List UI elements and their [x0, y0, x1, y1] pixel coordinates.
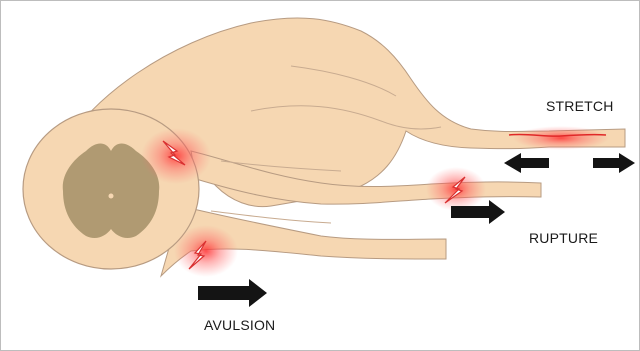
central-canal — [109, 194, 114, 199]
stretch-glow — [513, 126, 609, 150]
arrow-icon — [198, 279, 267, 307]
arrow-icon — [593, 153, 635, 173]
avulsion-upper-glow — [141, 128, 211, 184]
rupture-label: RUPTURE — [529, 230, 598, 246]
arrow-icon — [504, 153, 549, 173]
avulsion-lower-glow — [174, 225, 238, 277]
stretch-label: STRETCH — [546, 98, 614, 114]
avulsion-label: AVULSION — [204, 317, 275, 333]
